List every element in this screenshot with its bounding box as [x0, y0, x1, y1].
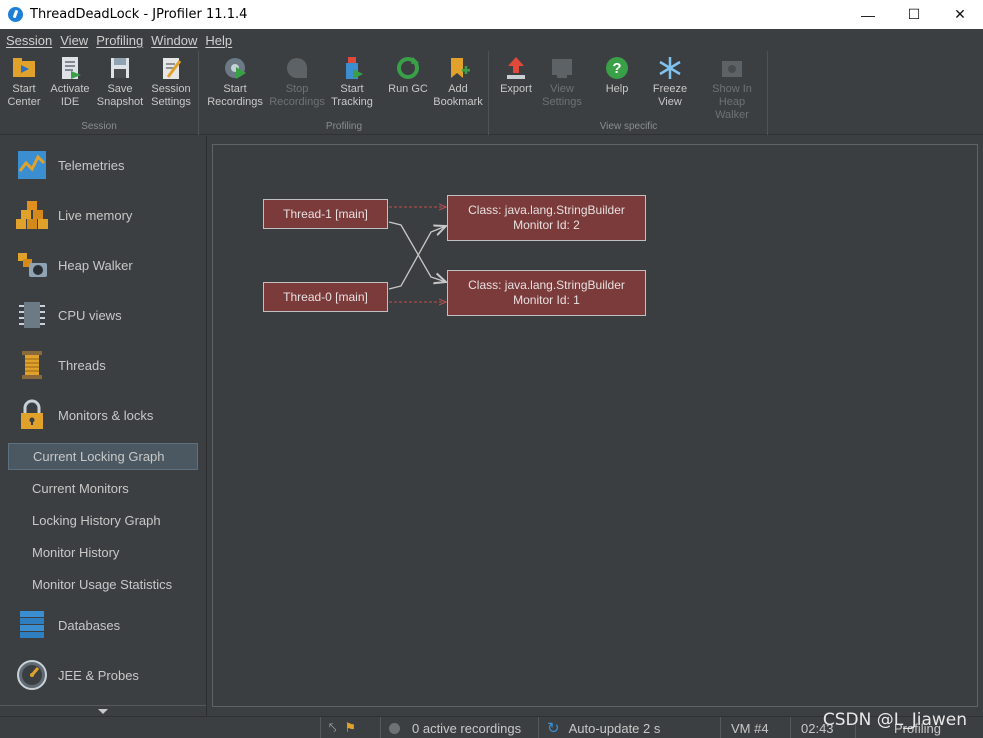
cpu-views-icon	[16, 299, 48, 331]
start-center-button[interactable]: Start Center	[0, 55, 50, 109]
run-gc-icon	[395, 55, 421, 81]
run-gc-button[interactable]: Run GC	[382, 55, 434, 96]
freeze-view-icon	[657, 55, 683, 81]
status-markers: ⤣ ⚑	[320, 717, 380, 738]
monitor-node-id-1[interactable]: Class: java.lang.StringBuilder Monitor I…	[447, 270, 646, 316]
activate-ide-icon	[57, 55, 83, 81]
activate-ide-button[interactable]: Activate IDE	[44, 55, 96, 109]
status-recordings: 0 active recordings	[380, 717, 532, 738]
monitor-class-label: Class: java.lang.StringBuilder	[468, 203, 625, 217]
start-center-icon	[11, 55, 37, 81]
session-settings-button[interactable]: Session Settings	[145, 55, 197, 109]
thread-node-label: Thread-1 [main]	[283, 206, 368, 221]
menu-view[interactable]: View	[60, 32, 89, 48]
save-snapshot-button[interactable]: Save Snapshot	[94, 55, 146, 109]
stop-recordings-icon	[284, 55, 310, 81]
monitor-id-label: Monitor Id: 1	[513, 293, 580, 307]
status-bar: ⤣ ⚑ 0 active recordings ↻ Auto-update 2 …	[0, 716, 983, 738]
thread-node-thread-0[interactable]: Thread-0 [main]	[263, 282, 388, 312]
graph-edges	[388, 145, 979, 708]
freeze-view-button[interactable]: Freeze View	[644, 55, 696, 109]
title-bar: ThreadDeadLock - JProfiler 11.1.4 — ☐ ✕	[0, 0, 983, 29]
start-tracking-icon	[339, 55, 365, 81]
start-tracking-button[interactable]: Start Tracking	[326, 55, 378, 109]
session-settings-icon	[158, 55, 184, 81]
view-settings-icon	[549, 55, 575, 81]
sidebar-item-monitor-history[interactable]: Monitor History	[32, 545, 120, 560]
export-button[interactable]: Export	[490, 55, 542, 96]
chevron-down-icon	[98, 709, 108, 714]
recording-indicator-icon	[389, 722, 400, 734]
menu-help[interactable]: Help	[205, 32, 233, 48]
sidebar-item-telemetries[interactable]: Telemetries	[0, 140, 205, 190]
wait-edge-thread1-monitor1	[388, 221, 446, 282]
menu-window[interactable]: Window	[151, 32, 198, 48]
wait-edge-thread0-monitor2	[388, 226, 446, 290]
status-autoupdate[interactable]: ↻ Auto-update 2 s	[538, 717, 720, 738]
menu-bar: Session View Profiling Window Help	[0, 29, 983, 51]
start-recordings-button[interactable]: Start Recordings	[207, 55, 263, 109]
sidebar-item-jee-probes[interactable]: JEE & Probes	[0, 650, 205, 700]
view-settings-button[interactable]: View Settings	[536, 55, 588, 109]
svg-text:?: ?	[612, 60, 621, 77]
status-time: 02:43	[790, 717, 855, 738]
lock-icon	[16, 399, 48, 431]
minimize-button[interactable]: —	[861, 6, 875, 23]
menu-profiling[interactable]: Profiling	[96, 32, 144, 48]
help-icon: ?	[604, 55, 630, 81]
monitor-node-id-2[interactable]: Class: java.lang.StringBuilder Monitor I…	[447, 195, 646, 241]
sidebar-item-current-locking-graph[interactable]: Current Locking Graph	[8, 443, 198, 470]
pin-icon[interactable]: ⤣	[329, 720, 337, 735]
thread-node-thread-1[interactable]: Thread-1 [main]	[263, 199, 388, 229]
sidebar-item-live-memory[interactable]: Live memory	[0, 190, 205, 240]
sidebar-item-locking-history-graph[interactable]: Locking History Graph	[32, 513, 161, 528]
window-title: ThreadDeadLock - JProfiler 11.1.4	[30, 7, 248, 22]
export-icon	[503, 55, 529, 81]
sidebar-item-cpu-views[interactable]: CPU views	[0, 290, 205, 340]
menu-session[interactable]: Session	[6, 32, 53, 48]
add-bookmark-icon	[445, 55, 471, 81]
start-recordings-icon	[222, 55, 248, 81]
flag-icon[interactable]: ⚑	[344, 720, 356, 735]
monitor-id-label: Monitor Id: 2	[513, 218, 580, 232]
current-locking-graph: Thread-1 [main] Thread-0 [main] Class: j…	[212, 144, 978, 707]
toolbar: Start Center Activate IDE Save Snapshot …	[0, 51, 983, 135]
sidebar-item-heap-walker[interactable]: Heap Walker	[0, 240, 205, 290]
sidebar-item-monitors-locks[interactable]: Monitors & locks	[0, 390, 205, 440]
refresh-icon: ↻	[547, 720, 560, 737]
sidebar: Telemetries Live memory Heap Walker CPU …	[0, 136, 207, 716]
sidebar-item-monitor-usage-statistics[interactable]: Monitor Usage Statistics	[32, 577, 173, 592]
maximize-button[interactable]: ☐	[907, 6, 921, 22]
add-bookmark-button[interactable]: Add Bookmark	[432, 55, 484, 109]
watermark-text: CSDN @L_Jiawen	[822, 710, 967, 730]
databases-icon	[16, 609, 48, 641]
toolbar-group-label-session: Session	[81, 121, 117, 132]
show-in-heap-walker-icon	[719, 55, 745, 81]
monitor-class-label: Class: java.lang.StringBuilder	[468, 278, 625, 292]
close-button[interactable]: ✕	[954, 6, 966, 22]
jee-probes-icon	[16, 659, 48, 691]
save-snapshot-icon	[107, 55, 133, 81]
live-memory-icon	[16, 199, 48, 231]
stop-recordings-button[interactable]: Stop Recordings	[269, 55, 325, 109]
sidebar-item-databases[interactable]: Databases	[0, 600, 205, 650]
status-mode: Profiling	[855, 717, 983, 738]
show-in-heap-walker-button[interactable]: Show In Heap Walker	[701, 55, 763, 122]
toolbar-group-label-profiling: Profiling	[325, 121, 363, 132]
jprofiler-app-icon	[8, 7, 23, 22]
toolbar-group-session: Start Center Activate IDE Save Snapshot …	[0, 51, 199, 135]
sidebar-scroll-down[interactable]	[0, 705, 206, 716]
toolbar-group-view-specific: Export View Settings ? Help Freeze View …	[490, 51, 768, 135]
status-vm: VM #4	[720, 717, 790, 738]
threads-icon	[16, 349, 48, 381]
heap-walker-icon	[16, 249, 48, 281]
sidebar-item-current-monitors[interactable]: Current Monitors	[32, 481, 129, 496]
toolbar-group-label-view-specific: View specific	[599, 121, 658, 132]
telemetries-icon	[16, 149, 48, 181]
sidebar-item-threads[interactable]: Threads	[0, 340, 205, 390]
toolbar-group-profiling: Start Recordings Stop Recordings Start T…	[200, 51, 489, 135]
thread-node-label: Thread-0 [main]	[283, 289, 368, 304]
help-button[interactable]: ? Help	[591, 55, 643, 96]
